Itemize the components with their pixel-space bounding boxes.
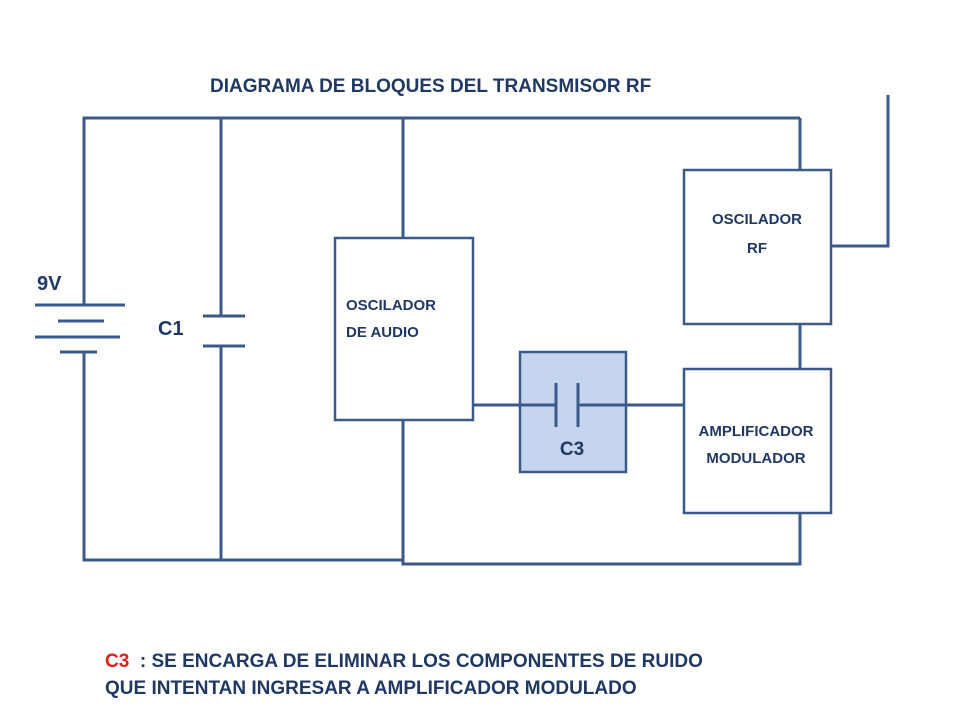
- wire-top-left: [82, 116, 403, 305]
- note-line-1: C3 : SE ENCARGA DE ELIMINAR LOS COMPONEN…: [105, 648, 703, 675]
- note-line-1-text: : SE ENCARGA DE ELIMINAR LOS COMPONENTES…: [129, 651, 703, 672]
- c1-label: C1: [158, 318, 184, 340]
- c3-description-note: C3 : SE ENCARGA DE ELIMINAR LOS COMPONEN…: [105, 648, 703, 702]
- amp-label-line1: AMPLIFICADOR: [699, 423, 814, 440]
- audio-osc-label-line2: DE AUDIO: [346, 324, 419, 341]
- c3-block: [518, 350, 628, 474]
- amp-label-line2: MODULADOR: [706, 450, 805, 467]
- c3-capacitor-symbol: [507, 383, 626, 427]
- audio-osc-label-line1: OSCILADOR: [346, 297, 436, 314]
- rf-oscillator-block: [682, 168, 833, 326]
- battery-label: 9V: [37, 273, 62, 295]
- battery-symbol: [35, 303, 125, 354]
- amplifier-modulator-block: [682, 367, 833, 515]
- rf-osc-label-line2: RF: [747, 240, 767, 257]
- diagram-title: DIAGRAMA DE BLOQUES DEL TRANSMISOR RF: [210, 76, 651, 97]
- wire-bottom-left: [82, 352, 403, 562]
- audio-oscillator-block: [333, 236, 475, 422]
- c1-capacitor-symbol: [203, 314, 245, 348]
- wire-bottom-right: [401, 420, 802, 566]
- c3-label: C3: [560, 439, 584, 460]
- antenna-wire: [831, 95, 890, 248]
- note-line-2: QUE INTENTAN INGRESAR A AMPLIFICADOR MOD…: [105, 678, 637, 699]
- rf-osc-label-line1: OSCILADOR: [712, 211, 802, 228]
- note-c3-ref: C3: [105, 651, 130, 672]
